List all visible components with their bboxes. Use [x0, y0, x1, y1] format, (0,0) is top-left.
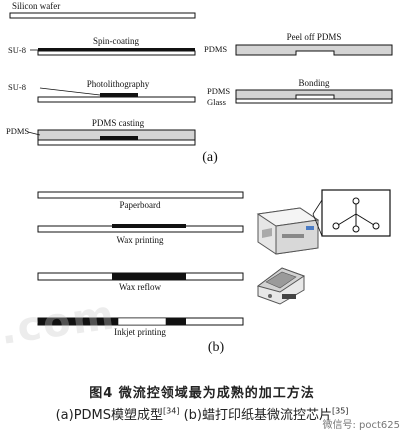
side-label-su8: SU-8 — [8, 45, 26, 55]
wax-barrier-left — [38, 318, 118, 325]
step-title-photolithography: Photolithography — [86, 79, 150, 89]
zoom-line — [312, 199, 323, 215]
caption-part-b: (b)蜡打印纸基微流控芯片 — [179, 408, 332, 423]
su8-pattern — [100, 93, 138, 97]
wax-barrier-right — [166, 318, 186, 325]
peeled-pdms-layer — [235, 44, 393, 56]
wechat-watermark: 微信号: poct625 — [322, 420, 400, 431]
pattern-zoom-inset — [312, 189, 391, 237]
step-title-wax-reflow: Wax reflow — [118, 282, 162, 292]
side-label-pdms: PDMS — [6, 126, 30, 136]
paperboard-sheet — [37, 191, 244, 199]
step-wax-printing — [37, 224, 244, 233]
side-label-pdms: PDMS — [204, 44, 228, 54]
su8-layer — [38, 48, 195, 51]
step-wax-reflow — [37, 272, 244, 281]
step-silicon-wafer — [9, 12, 196, 19]
step-title-pdms-casting: PDMS casting — [91, 118, 145, 128]
step-pdms-casting — [27, 129, 196, 146]
silicon-wafer-substrate — [37, 50, 196, 56]
step-title-paperboard: Paperboard — [119, 200, 161, 210]
su8-leader-line — [39, 87, 101, 96]
side-label-glass: Glass — [207, 97, 226, 107]
silicon-wafer-substrate — [37, 139, 196, 146]
step-inkjet-printing — [37, 317, 244, 326]
caption-ref-b: [35] — [331, 406, 349, 416]
panel-label-a: (a) — [202, 150, 218, 165]
hot-plate-icon — [256, 267, 306, 305]
side-label-su8: SU-8 — [8, 82, 26, 92]
caption-part-a: (a)PDMS模塑成型 — [55, 408, 164, 423]
bonded-pdms-layer — [235, 89, 393, 100]
step-title-silicon-wafer: Silicon wafer — [12, 1, 61, 11]
figure-caption-subtitle: (a)PDMS模塑成型[34] (b)蜡打印纸基微流控芯片[35] — [0, 404, 404, 423]
step-photolithography — [37, 87, 196, 103]
step-title-inkjet-printing: Inkjet printing — [114, 327, 166, 337]
su8-pattern — [100, 136, 138, 140]
silicon-wafer-substrate — [37, 96, 196, 103]
pdms-leader-line — [27, 131, 41, 136]
step-title-wax-printing: Wax printing — [116, 235, 164, 245]
panel-label-b: (b) — [207, 340, 225, 355]
step-title-spin-coating: Spin-coating — [93, 36, 139, 46]
step-peel-off-pdms — [235, 44, 393, 56]
step-paperboard — [37, 191, 244, 199]
step-bonding — [235, 89, 393, 104]
silicon-wafer-substrate — [9, 12, 196, 19]
figure-caption-title: 图4 微流控领域最为成熟的加工方法 — [89, 386, 315, 401]
wax-pattern — [112, 224, 186, 228]
wax-penetration — [112, 273, 186, 280]
glass-layer — [235, 98, 393, 104]
step-title-bonding: Bonding — [298, 78, 330, 88]
ink-channel — [117, 317, 167, 326]
caption-ref-a: [34] — [163, 406, 180, 416]
side-label-pdms: PDMS — [207, 86, 231, 96]
zoom-line — [312, 213, 323, 237]
wax-printer-icon — [256, 207, 320, 255]
step-spin-coating — [30, 48, 196, 56]
step-title-peel-off-pdms: Peel off PDMS — [286, 32, 342, 42]
